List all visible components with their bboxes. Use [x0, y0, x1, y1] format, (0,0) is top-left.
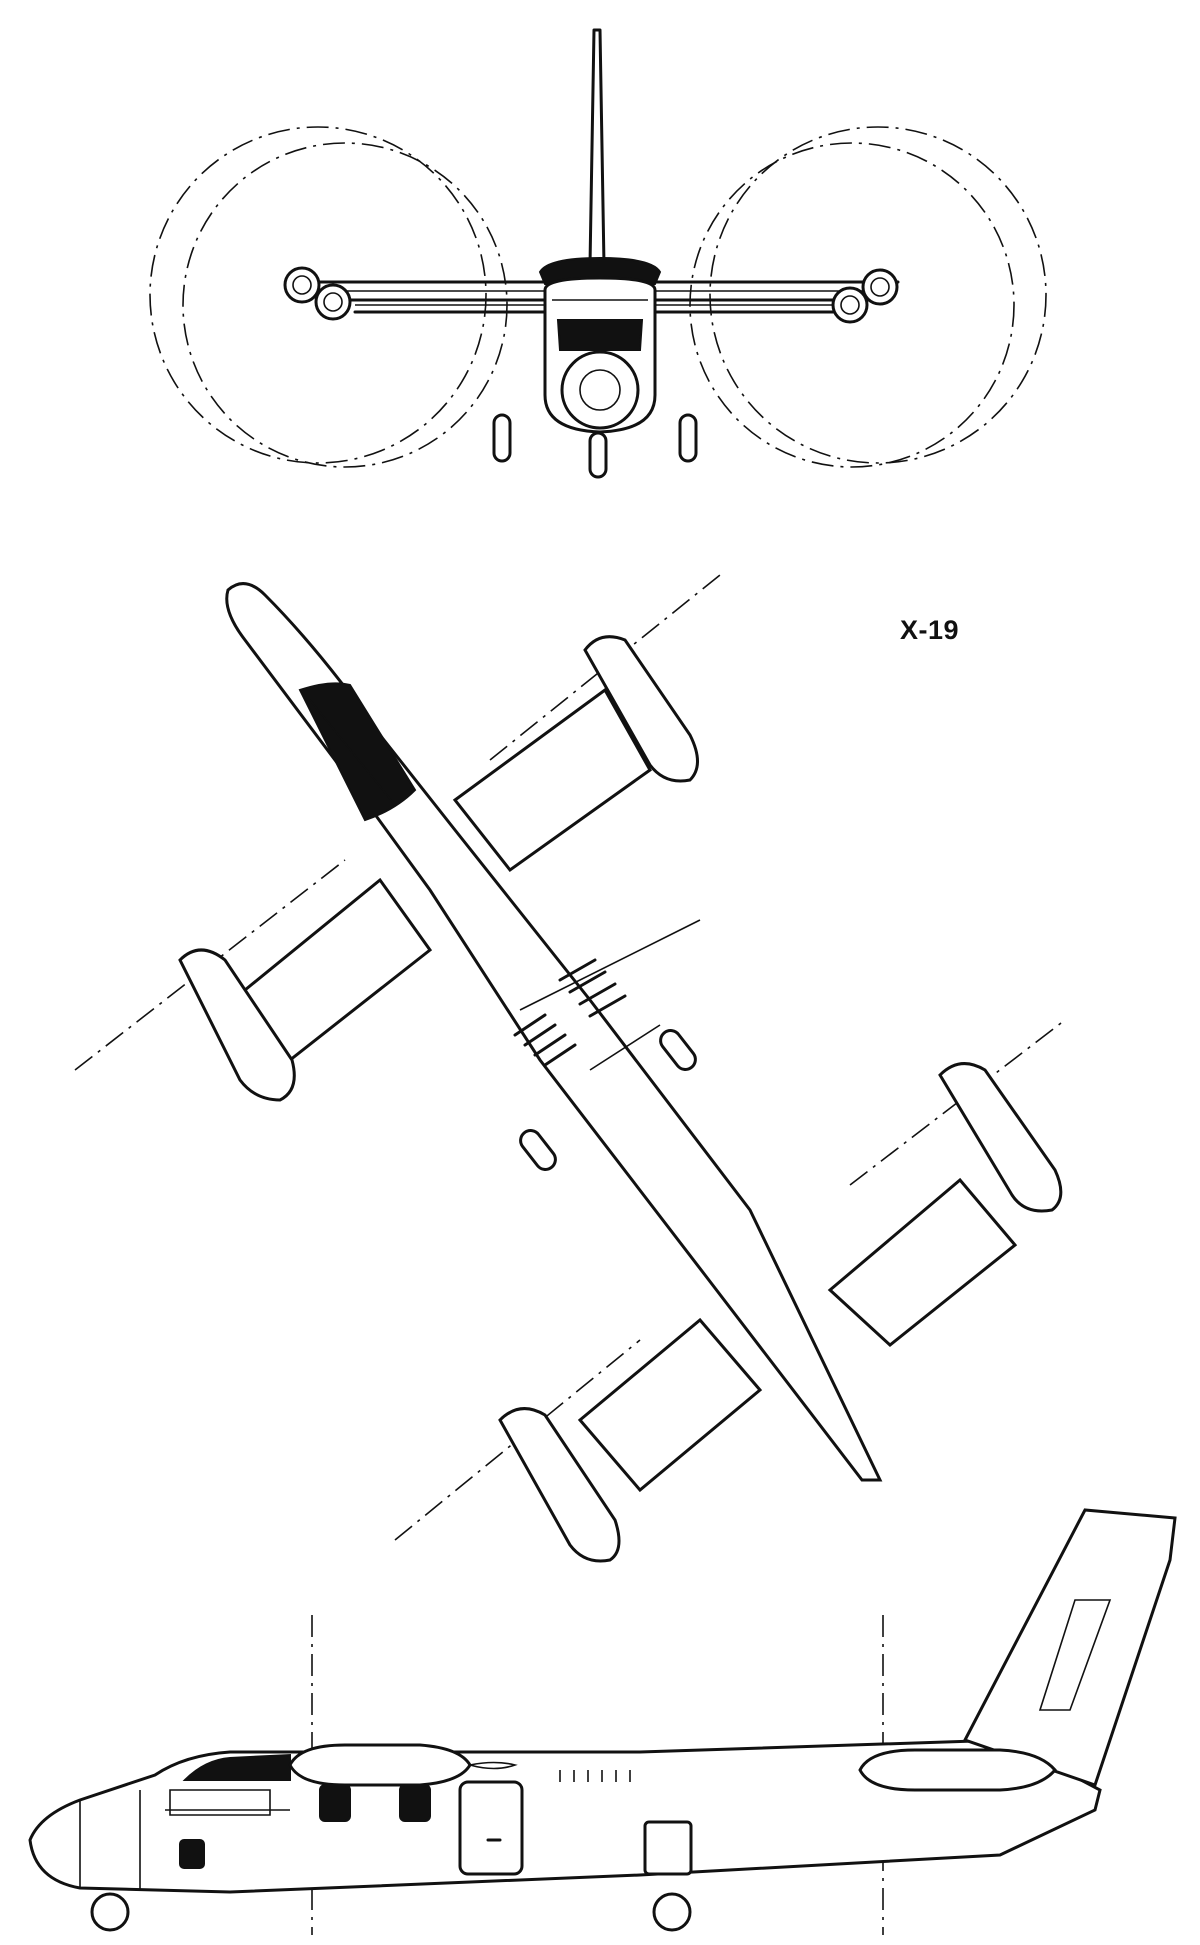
cabin-door — [458, 1780, 524, 1876]
fuselage-front — [543, 276, 657, 434]
landing-gear-side — [90, 1820, 693, 1932]
tailplane — [538, 256, 662, 285]
vertical-fin — [588, 28, 606, 267]
nacelle-side-rear — [858, 1748, 1057, 1792]
nacelle-rear-right — [938, 1062, 1063, 1213]
vertical-tail-side — [962, 1508, 1177, 1787]
rear-wing — [577, 1177, 1018, 1493]
aircraft-designation-label: X-19 — [900, 615, 960, 645]
nacelle-left — [283, 266, 352, 321]
vent-slots — [513, 958, 627, 1067]
nacelle-right — [831, 268, 899, 324]
nacelle-front-right — [583, 635, 699, 783]
nacelle-rear-left — [498, 1407, 621, 1563]
nacelle-front-left — [178, 948, 296, 1102]
fuselage-side — [28, 1738, 1102, 1894]
gear-doors-top — [519, 1029, 697, 1171]
fuselage-top — [225, 582, 883, 1482]
side-view — [28, 1508, 1177, 1935]
top-view — [74, 574, 1066, 1563]
nacelle-side-front — [288, 1743, 518, 1787]
front-view — [149, 28, 1047, 479]
side-vents — [559, 1770, 631, 1782]
canopy — [165, 1753, 291, 1816]
cabin-windows — [179, 1784, 431, 1869]
landing-gear-front — [492, 413, 698, 479]
